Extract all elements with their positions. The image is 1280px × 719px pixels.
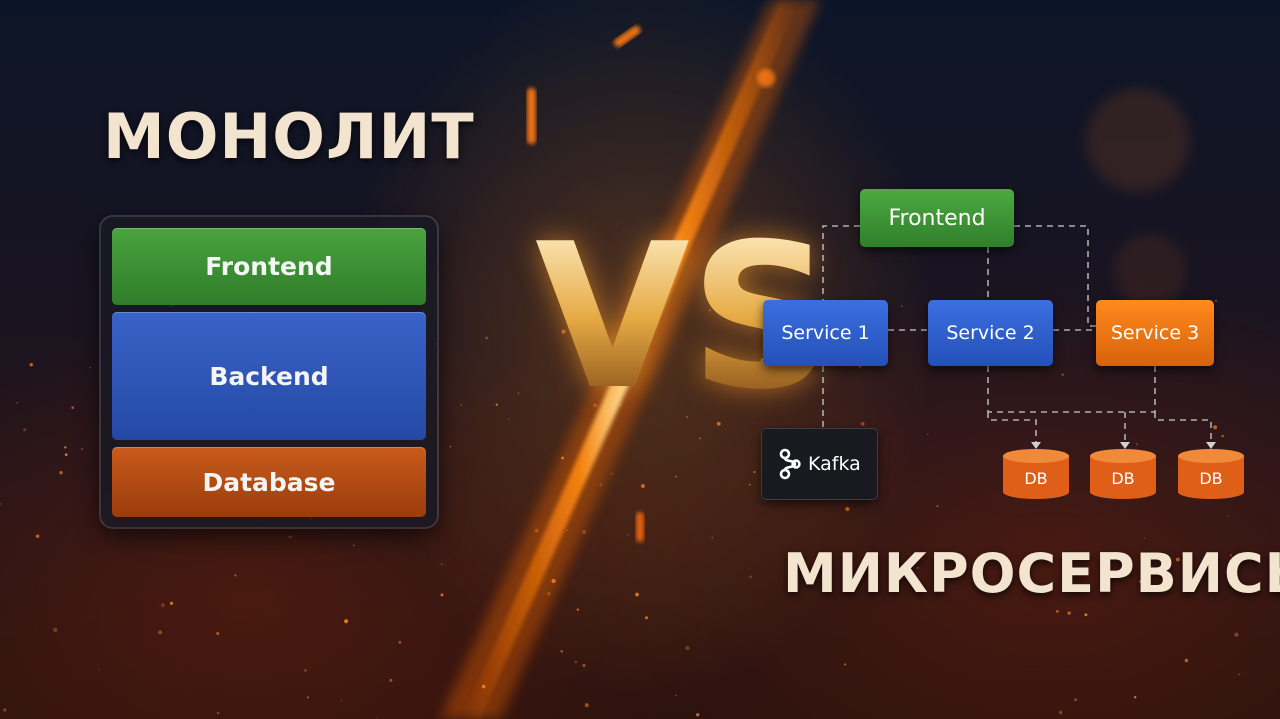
database-1-label: DB [1024, 469, 1047, 488]
database-2-label: DB [1111, 469, 1134, 488]
link-to-db3 [1155, 412, 1211, 444]
microservices-frontend-node: Frontend [860, 189, 1014, 247]
database-3-label: DB [1199, 469, 1222, 488]
database-2: DB [1088, 448, 1158, 500]
link-to-db1 [988, 412, 1036, 444]
link-service2-databases [988, 366, 1125, 412]
service-2-node: Service 2 [928, 300, 1053, 366]
database-3: DB [1176, 448, 1246, 500]
link-frontend-service1 [823, 226, 860, 300]
service-3-node: Service 3 [1096, 300, 1214, 366]
kafka-label: Kafka [808, 453, 861, 475]
service-1-node: Service 1 [763, 300, 888, 366]
kafka-logo-icon [776, 448, 802, 480]
microservices-title: МИКРОСЕРВИСЫ [783, 542, 1280, 605]
link-service3-databases [1125, 366, 1155, 412]
kafka-node: Kafka [761, 428, 878, 500]
database-1: DB [1001, 448, 1071, 500]
